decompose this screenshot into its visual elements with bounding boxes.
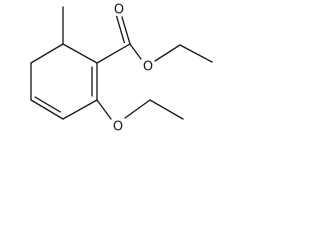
ester-oxygen-label: O (143, 60, 153, 75)
ether-oxygen-label: O (113, 120, 123, 135)
carbonyl-oxygen-label: O (114, 3, 124, 18)
bond-ether-ch2-ch3 (149, 99, 184, 120)
bond-ring-c3-c4-second-line (34, 96, 61, 113)
bond-c2-ether-oxygen (96, 99, 112, 120)
chemical-structure: O O O (30, 3, 213, 135)
bond-ring-c3-c4 (30, 99, 64, 120)
bond-carbonyl (121, 16, 131, 45)
bond-ether-oxygen-ch2 (124, 99, 151, 119)
bond-ester-ch2-ch3 (179, 44, 213, 63)
bond-c1-carbonyl-carbon (96, 43, 131, 64)
bond-ester-oxygen-ch2 (154, 44, 181, 62)
atom-label-layer: O O O (113, 3, 153, 135)
bond-ring-c2-c3 (62, 99, 98, 120)
bond-ring-c6-c1 (62, 43, 98, 64)
bond-carbonyl-second-line (115, 15, 126, 44)
bond-carbonyl-carbon-ester-oxygen (129, 43, 142, 60)
bond-layer (30, 6, 213, 120)
bond-ring-c5-c6 (30, 43, 64, 64)
